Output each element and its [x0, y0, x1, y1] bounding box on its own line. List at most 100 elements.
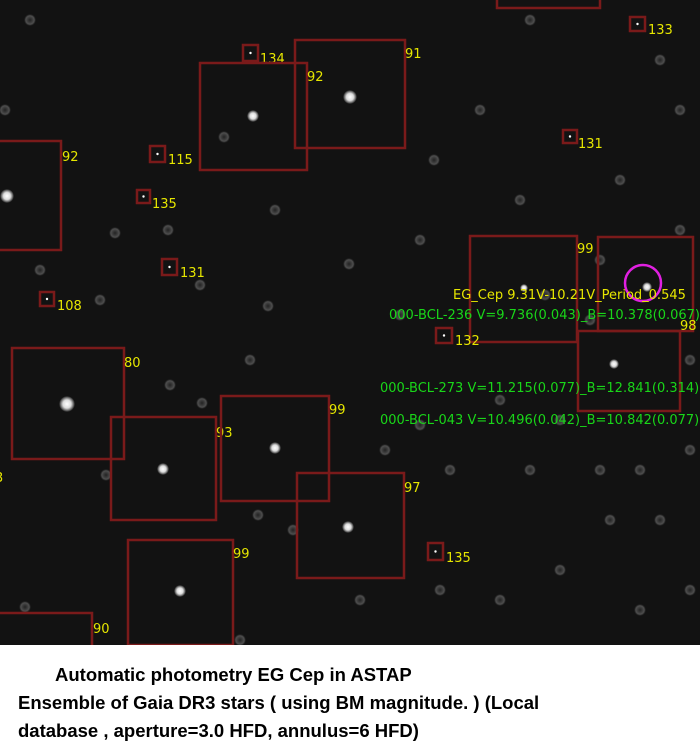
box-label: 108: [57, 299, 82, 314]
faint-star: [249, 51, 252, 55]
box-label: 99: [577, 242, 594, 257]
faint-star: [554, 414, 566, 426]
bright-star: [343, 90, 357, 104]
faint-star: [539, 289, 551, 301]
faint-star: [674, 224, 686, 236]
faint-star: [45, 297, 49, 301]
aperture-box: [576, 329, 682, 413]
faint-star: [262, 300, 274, 312]
aperture-box: [219, 394, 331, 503]
faint-star: [414, 419, 426, 431]
comparison-star-label: 000-BCL-236 V=9.736(0.043)_B=10.378(0.06…: [389, 308, 700, 323]
faint-star: [19, 601, 31, 613]
aperture-box: [628, 15, 647, 33]
faint-star: [684, 444, 696, 456]
faint-star: [196, 397, 208, 409]
caption-line-3: database , aperture=3.0 HFD, annulus=6 H…: [18, 720, 419, 741]
faint-star: [24, 14, 36, 26]
faint-star: [474, 104, 486, 116]
variable-star-label: EG_Cep 9.31V-10.21V_Period_0.545: [453, 288, 686, 303]
box-label: 93: [216, 426, 233, 441]
faint-star: [269, 204, 281, 216]
faint-star: [142, 195, 145, 198]
faint-star: [434, 584, 446, 596]
box-label: 134: [260, 52, 285, 67]
aperture-box: [561, 128, 579, 145]
box-label: 135: [446, 551, 471, 566]
bright-star: [174, 585, 186, 597]
faint-star: [162, 224, 174, 236]
box-label: 92: [307, 70, 324, 85]
box-label: 99: [233, 547, 250, 562]
faint-star: [594, 254, 606, 266]
faint-star: [379, 444, 391, 456]
faint-star: [434, 550, 437, 553]
bright-star: [342, 521, 354, 533]
box-label: 135: [152, 197, 177, 212]
faint-star: [554, 564, 566, 576]
faint-star: [109, 227, 121, 239]
box-label: 132: [455, 334, 480, 349]
faint-star: [594, 464, 606, 476]
aperture-box: [0, 611, 94, 645]
aperture-box: [198, 61, 309, 172]
faint-star: [218, 131, 230, 143]
variable-star-marker: [623, 263, 663, 303]
aperture-box: [293, 38, 407, 150]
faint-star: [252, 509, 264, 521]
box-label: 131: [180, 266, 205, 281]
faint-star: [654, 514, 666, 526]
aperture-box: [241, 43, 260, 63]
bright-star: [247, 110, 259, 122]
caption-line-2: Ensemble of Gaia DR3 stars ( using BM ma…: [18, 692, 540, 713]
stars-layer: [0, 14, 696, 645]
comparison-star-label: 000-BCL-273 V=11.215(0.077)_B=12.841(0.3…: [380, 381, 699, 396]
faint-star: [354, 594, 366, 606]
faint-star: [244, 354, 256, 366]
faint-star: [394, 309, 406, 321]
faint-star: [494, 594, 506, 606]
faint-star: [100, 469, 112, 481]
aperture-box: [10, 346, 126, 461]
faint-star: [156, 152, 159, 156]
aperture-box: [426, 541, 445, 562]
faint-star: [684, 584, 696, 596]
faint-star: [444, 464, 456, 476]
aperture-box: [148, 144, 167, 164]
aperture-box: [468, 234, 579, 344]
faint-star: [636, 22, 639, 26]
faint-star: [604, 514, 616, 526]
faint-star: [494, 394, 506, 406]
faint-star: [524, 14, 536, 26]
aperture-box: [434, 326, 454, 345]
faint-star: [568, 135, 572, 138]
caption-line-1: Automatic photometry EG Cep in ASTAP: [55, 664, 412, 685]
bright-star: [269, 442, 281, 454]
faint-star: [0, 104, 11, 116]
faint-star: [514, 194, 526, 206]
faint-star: [414, 234, 426, 246]
faint-star: [34, 264, 46, 276]
aperture-box: [160, 257, 179, 277]
box-label: 131: [578, 137, 603, 152]
faint-star: [428, 154, 440, 166]
box-label: 91: [405, 47, 422, 62]
bright-star: [520, 284, 528, 292]
faint-star: [343, 258, 355, 270]
bright-star: [59, 396, 75, 412]
bright-star: [609, 359, 619, 369]
faint-star: [524, 464, 536, 476]
box-label: 3: [0, 471, 3, 486]
figure-caption: Automatic photometry EG Cep in ASTAP Ens…: [0, 645, 700, 751]
box-label: 99: [329, 403, 346, 418]
comparison-star-label: 000-BCL-043 V=10.496(0.042)_B=10.842(0.0…: [380, 413, 699, 428]
faint-star: [194, 279, 206, 291]
aperture-box: [38, 290, 56, 308]
faint-star: [684, 354, 696, 366]
bright-star: [157, 463, 169, 475]
box-label: 115: [168, 153, 193, 168]
faint-star: [94, 294, 106, 306]
faint-star: [584, 314, 596, 326]
